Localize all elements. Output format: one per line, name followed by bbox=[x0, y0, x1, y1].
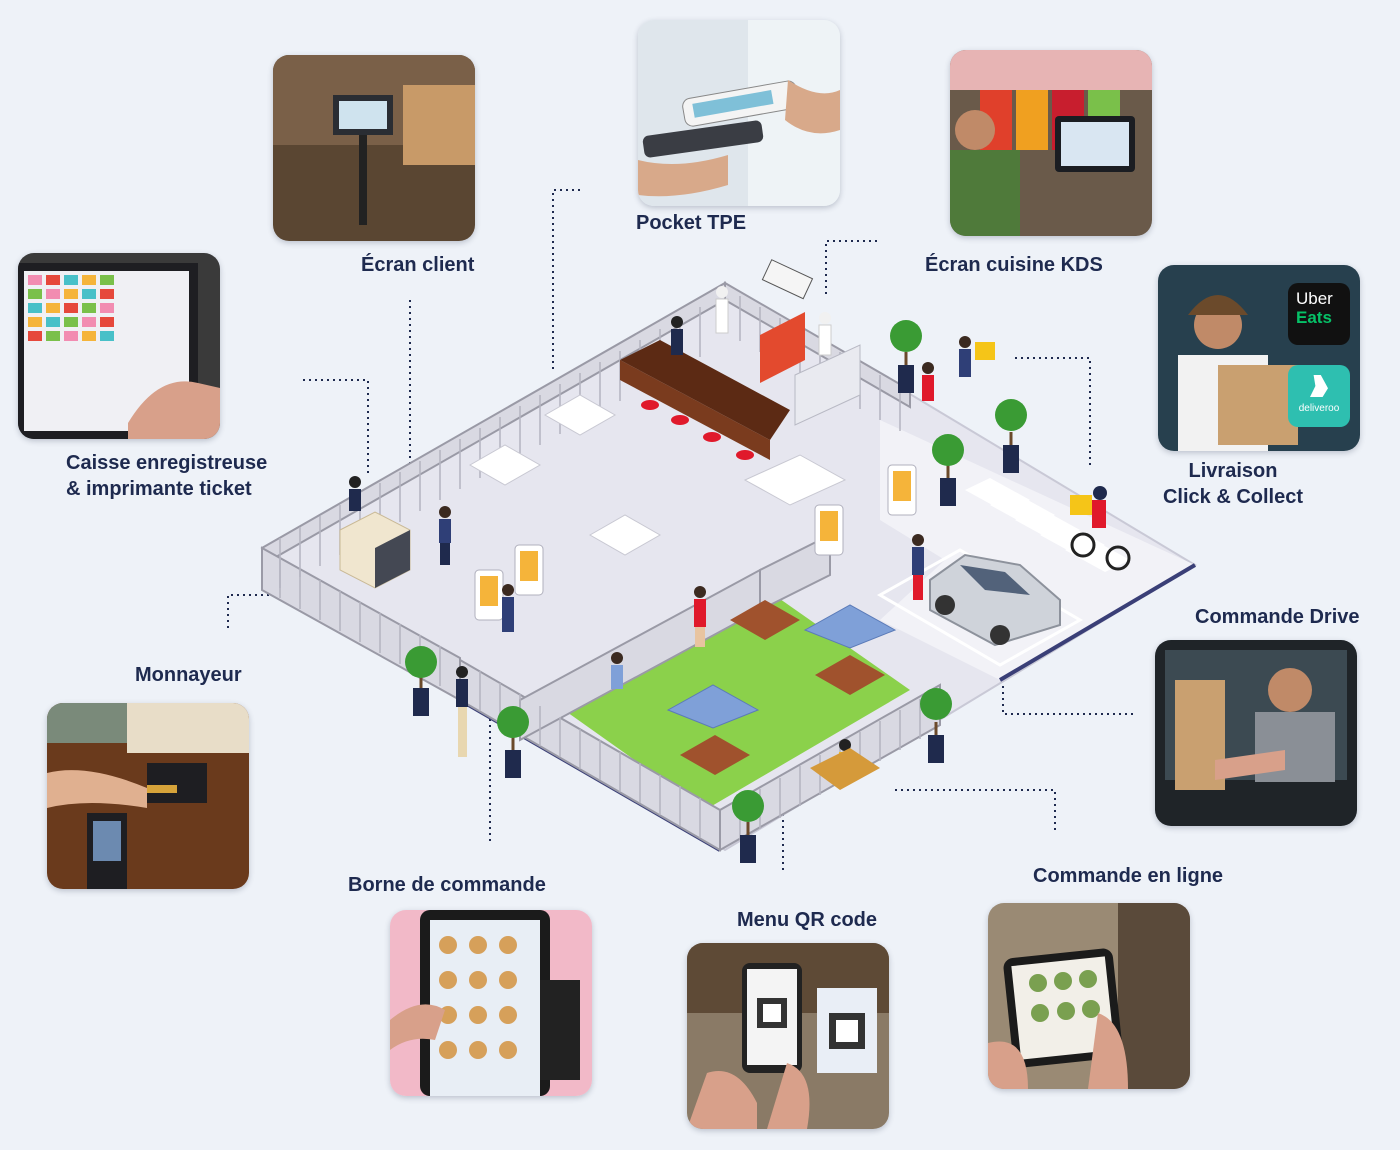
label-pocket-tpe: Pocket TPE bbox=[636, 212, 747, 234]
menu-board bbox=[761, 259, 814, 300]
photo-menu-qr bbox=[687, 943, 889, 1129]
deliveroo-kangaroo-icon bbox=[1310, 375, 1328, 397]
bench bbox=[810, 748, 880, 790]
photo-borne bbox=[390, 910, 592, 1096]
photo-commande-ligne bbox=[988, 903, 1190, 1089]
connector-livraison bbox=[1015, 357, 1091, 465]
label-borne: Borne de commande bbox=[348, 874, 546, 896]
car bbox=[929, 553, 1061, 647]
trees bbox=[405, 320, 1027, 863]
umbrellas bbox=[666, 604, 897, 729]
label-ecran-client: Écran client bbox=[361, 254, 475, 276]
photo-caisse bbox=[18, 253, 220, 439]
label-menu-qr: Menu QR code bbox=[737, 909, 878, 931]
photo-pocket-tpe bbox=[638, 20, 840, 206]
photo-commande-drive bbox=[1155, 640, 1357, 826]
kitchen-counter-red bbox=[760, 312, 805, 383]
label-caisse: Caisse enregistreuse & imprimante ticket bbox=[66, 452, 268, 500]
connector-commande-ligne bbox=[893, 789, 1056, 830]
photo-livraison: Uber Eats deliveroo bbox=[1158, 265, 1360, 451]
photo-monnayeur bbox=[47, 703, 249, 889]
connector-drive bbox=[1002, 660, 1133, 715]
bike-courier bbox=[1070, 486, 1131, 571]
label-commande-drive: Commande Drive bbox=[1195, 606, 1360, 628]
uber-eats-logo: Uber Eats bbox=[1288, 283, 1350, 345]
photo-ecran-cuisine bbox=[950, 50, 1152, 236]
label-ecran-cuisine: Écran cuisine KDS bbox=[925, 254, 1103, 276]
dining-tables bbox=[468, 394, 847, 556]
photo-ecran-client bbox=[273, 55, 475, 241]
label-monnayeur: Monnayeur bbox=[135, 664, 242, 686]
label-livraison: Livraison Click & Collect bbox=[1162, 460, 1304, 508]
bar-counter bbox=[620, 360, 770, 460]
deliveroo-logo: deliveroo bbox=[1288, 365, 1350, 427]
label-commande-ligne: Commande en ligne bbox=[1033, 865, 1224, 887]
